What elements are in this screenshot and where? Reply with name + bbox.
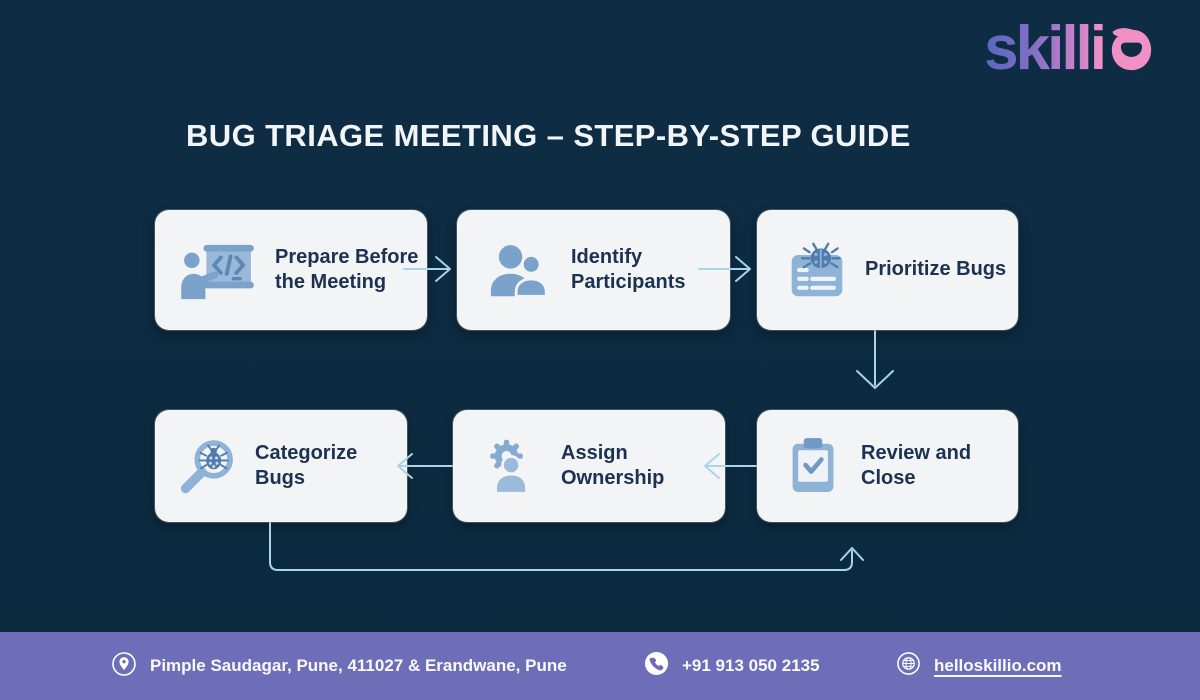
magnifier-bug-icon bbox=[179, 436, 239, 496]
footer-address: Pimple Saudagar, Pune, 411027 & Erandwan… bbox=[111, 632, 567, 700]
location-pin-icon bbox=[111, 651, 137, 682]
step-card-identify-participants: Identify Participants bbox=[457, 210, 730, 330]
step-title: Review and Close bbox=[861, 441, 972, 489]
bug-report-icon bbox=[787, 241, 847, 299]
gear-person-icon bbox=[483, 436, 541, 496]
clipboard-check-icon bbox=[787, 436, 839, 496]
footer-bar: Pimple Saudagar, Pune, 411027 & Erandwan… bbox=[0, 632, 1200, 700]
smile-bubble-o-icon bbox=[1108, 26, 1154, 79]
step-card-categorize-bugs: Categorize Bugs bbox=[155, 410, 407, 522]
step-title: Prioritize Bugs bbox=[865, 258, 1007, 281]
phone-icon bbox=[644, 651, 669, 681]
participants-icon bbox=[489, 241, 549, 299]
step-title: Assign Ownership bbox=[561, 441, 665, 489]
step-card-prepare-before-meeting: Prepare Before the Meeting bbox=[155, 210, 427, 330]
step-title: Prepare Before the Meeting bbox=[275, 245, 419, 293]
skillio-logo-text: skilli bbox=[984, 14, 1107, 83]
step-title: Identify Participants bbox=[571, 245, 686, 293]
footer-website-link[interactable]: helloskillio.com bbox=[934, 656, 1062, 675]
footer-phone-text: +91 913 050 2135 bbox=[682, 656, 820, 675]
page-title: BUG TRIAGE MEETING – STEP-BY-STEP GUIDE bbox=[186, 118, 911, 153]
arrow-loop-categorize-to-review bbox=[269, 522, 864, 571]
presenter-whiteboard-icon bbox=[179, 239, 257, 301]
step-card-review-and-close: Review and Close bbox=[757, 410, 1018, 522]
arrow-step3-to-step4 bbox=[856, 330, 894, 389]
footer-website: helloskillio.com bbox=[896, 632, 1062, 700]
globe-icon bbox=[896, 651, 921, 681]
skillio-logo: skilli bbox=[984, 18, 1154, 80]
step-card-prioritize-bugs: Prioritize Bugs bbox=[757, 210, 1018, 330]
footer-phone: +91 913 050 2135 bbox=[644, 632, 820, 700]
footer-address-text: Pimple Saudagar, Pune, 411027 & Erandwan… bbox=[150, 656, 567, 675]
step-card-assign-ownership: Assign Ownership bbox=[453, 410, 725, 522]
step-title: Categorize Bugs bbox=[255, 441, 358, 489]
